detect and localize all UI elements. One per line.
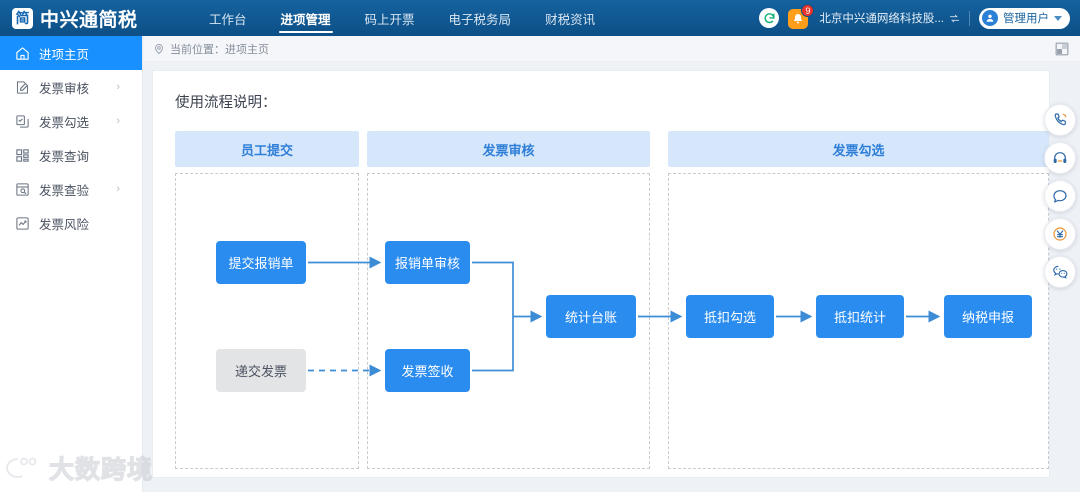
refresh-icon[interactable]	[759, 8, 780, 28]
flow-node-submit-expense[interactable]: 提交报销单	[216, 241, 306, 284]
chat-bubble-icon[interactable]	[1044, 180, 1076, 212]
flow-column-body	[175, 173, 359, 469]
fullscreen-icon[interactable]	[1055, 42, 1069, 56]
flow-column-invoice-select: 发票勾选	[668, 131, 1049, 469]
flow-column-body	[668, 173, 1049, 469]
phone-call-icon[interactable]	[1044, 104, 1076, 136]
user-avatar-icon	[982, 10, 998, 26]
top-header-bar: 简 中兴通简税 工作台 进项管理 码上开票 电子税务局 财税资讯 9 北京中兴通…	[0, 0, 1080, 36]
headset-support-icon[interactable]	[1044, 142, 1076, 174]
chevron-right-icon: ›	[116, 183, 120, 195]
flow-column-header: 员工提交	[175, 131, 359, 167]
flow-column-invoice-audit: 发票审核	[367, 131, 650, 469]
flow-node-deduction-stats[interactable]: 抵扣统计	[816, 295, 904, 338]
user-menu[interactable]: 管理用户	[979, 7, 1070, 29]
notification-bell[interactable]: 9	[788, 4, 815, 29]
chevron-down-icon	[1054, 15, 1062, 21]
sidebar-item-invoice-audit[interactable]: 发票审核 ›	[0, 70, 142, 104]
flow-node-tax-declaration[interactable]: 纳税申报	[944, 295, 1032, 338]
header-actions: 9 北京中兴通网络科技股... 管理用户	[759, 0, 1080, 36]
sidebar-label: 发票查验	[39, 183, 90, 198]
main-nav: 工作台 进项管理 码上开票 电子税务局 财税资讯	[192, 0, 612, 36]
chart-risk-icon	[14, 215, 30, 231]
grid-icon	[14, 147, 30, 163]
nav-item-tax-news[interactable]: 财税资讯	[545, 12, 596, 27]
company-name: 北京中兴通网络科技股...	[819, 13, 944, 25]
floating-action-rail	[1044, 104, 1076, 288]
sidebar-label: 发票勾选	[39, 115, 90, 130]
breadcrumb: 当前位置：进项主页	[144, 36, 1080, 62]
flow-node-deduction-select[interactable]: 抵扣勾选	[686, 295, 774, 338]
user-name-label: 管理用户	[1003, 13, 1049, 25]
check-copy-icon	[14, 113, 30, 129]
yuan-circle-icon[interactable]	[1044, 218, 1076, 250]
home-icon	[14, 45, 30, 61]
flow-node-statistics-ledger[interactable]: 统计台账	[546, 295, 636, 338]
notification-count-badge: 9	[801, 4, 815, 17]
left-sidebar: 进项主页 发票审核 › 发票勾选 › 发票查询 发票查验	[0, 36, 143, 492]
sidebar-item-invoice-query[interactable]: 发票查询	[0, 138, 142, 172]
sidebar-label: 发票审核	[39, 81, 90, 96]
edit-doc-icon	[14, 79, 30, 95]
sidebar-label: 发票查询	[39, 149, 90, 164]
wechat-icon[interactable]	[1044, 256, 1076, 288]
nav-item-workbench[interactable]: 工作台	[209, 12, 247, 27]
switch-icon	[949, 14, 960, 22]
location-pin-icon	[153, 43, 165, 55]
nav-item-code-invoice[interactable]: 码上开票	[364, 12, 415, 27]
breadcrumb-text: 当前位置：进项主页	[170, 43, 269, 56]
header-divider	[969, 10, 970, 26]
flow-column-header: 发票审核	[367, 131, 650, 167]
flow-node-invoice-receipt[interactable]: 发票签收	[385, 349, 470, 392]
doc-search-icon	[14, 181, 30, 197]
flow-column-title: 发票勾选	[832, 142, 885, 158]
process-flow-diagram: 员工提交 发票审核 发票勾选	[153, 71, 1051, 479]
brand-logo[interactable]: 简 中兴通简税	[12, 5, 172, 32]
logo-mark-icon: 简	[12, 7, 33, 29]
flow-column-body	[367, 173, 650, 469]
sidebar-label: 进项主页	[39, 47, 90, 62]
chevron-right-icon: ›	[116, 81, 120, 93]
brand-name: 中兴通简税	[40, 9, 138, 31]
sidebar-item-invoice-risk[interactable]: 发票风险	[0, 206, 142, 240]
content-card: 使用流程说明： 员工提交 发票审核 发票勾选	[152, 70, 1050, 478]
flow-column-title: 员工提交	[240, 142, 293, 158]
nav-item-input-mgmt[interactable]: 进项管理	[264, 0, 348, 36]
sidebar-item-input-home[interactable]: 进项主页	[0, 36, 142, 70]
company-switcher[interactable]: 北京中兴通网络科技股...	[819, 10, 960, 26]
flow-column-header: 发票勾选	[668, 131, 1049, 167]
page-title: 使用流程说明：	[175, 95, 277, 111]
sidebar-item-invoice-select[interactable]: 发票勾选 ›	[0, 104, 142, 138]
sidebar-item-invoice-verify[interactable]: 发票查验 ›	[0, 172, 142, 206]
nav-item-etax-bureau[interactable]: 电子税务局	[448, 12, 512, 27]
flow-node-expense-audit[interactable]: 报销单审核	[385, 241, 470, 284]
flow-node-deliver-invoice[interactable]: 递交发票	[216, 349, 306, 392]
flow-column-employee-submit: 员工提交	[175, 131, 359, 469]
chevron-right-icon: ›	[116, 115, 120, 127]
flow-column-title: 发票审核	[482, 142, 535, 158]
sidebar-label: 发票风险	[39, 217, 90, 232]
